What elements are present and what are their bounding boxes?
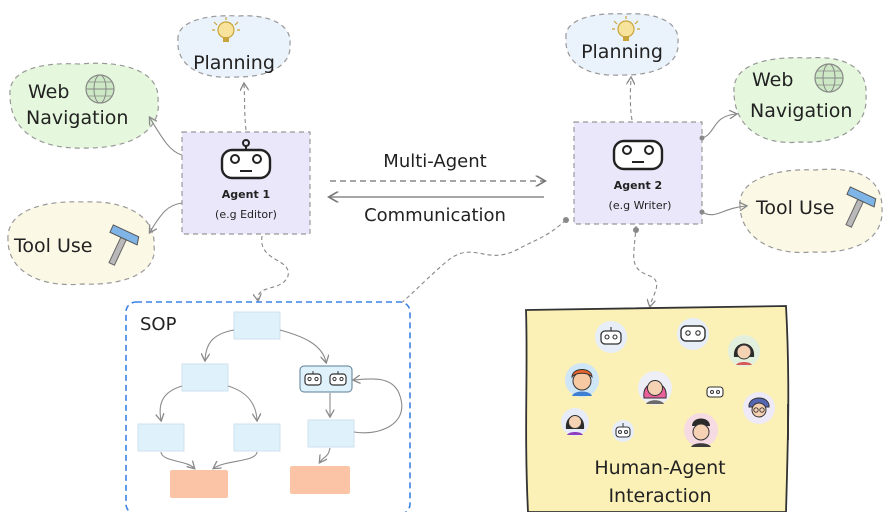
robot-icon-agent-2: [612, 139, 664, 171]
human-avatar: [638, 371, 672, 405]
communication-label-bottom: Communication: [364, 205, 506, 226]
tool-label-right: Tool Use: [755, 197, 834, 219]
robot-icon: [329, 371, 347, 386]
hammer-icon: [108, 224, 140, 266]
tool-use-bubble-right: Tool Use: [739, 168, 883, 254]
robot-icon: [595, 321, 627, 353]
sop-panel: SOP: [125, 301, 411, 512]
human-avatar: [743, 392, 775, 424]
agent-1-name: Agent 1: [222, 188, 270, 201]
sop-node-left-mid: [181, 363, 229, 392]
robot-icon: [304, 371, 322, 386]
human-avatar: [565, 363, 599, 397]
sop-label: SOP: [140, 314, 177, 335]
human-avatar: [684, 413, 718, 447]
planning-bubble-left: Planning: [177, 15, 291, 78]
robot-icon-agent-1: [220, 139, 272, 180]
globe-icon: [814, 63, 844, 93]
web-label-right-line2: Navigation: [750, 100, 852, 122]
lightbulb-icon: [612, 16, 640, 41]
interaction-label-line1: Human-Agent: [594, 457, 725, 479]
globe-icon: [85, 74, 115, 104]
hammer-icon: [845, 186, 877, 228]
human-avatar: [728, 335, 760, 367]
human-avatar: [561, 408, 589, 436]
agent-1-card: Agent 1 (e.g Editor): [181, 131, 311, 235]
tool-label-left: Tool Use: [13, 235, 92, 257]
sop-node-end-left: [170, 470, 228, 498]
robot-icon: [612, 420, 634, 442]
tool-use-bubble-left: Tool Use: [7, 201, 155, 286]
sop-node-right-a: [307, 419, 355, 448]
human-agent-panel: Human-Agent Interaction: [525, 305, 790, 512]
planning-label-right: Planning: [581, 41, 663, 63]
communication-label-top: Multi-Agent: [383, 151, 486, 172]
agent-2-card: Agent 2 (e.g Writer): [573, 121, 703, 225]
web-navigation-bubble-left: Web Navigation: [9, 62, 159, 149]
planning-bubble-right: Planning: [565, 13, 679, 76]
communication-arrows: [330, 181, 544, 197]
planning-label-left: Planning: [193, 52, 275, 74]
robot-icon: [706, 386, 724, 398]
lightbulb-icon: [212, 17, 240, 42]
sop-node-agents: [299, 365, 353, 393]
web-label-left-line1: Web: [28, 81, 69, 103]
agent-2-name: Agent 2: [614, 179, 662, 192]
sop-node-left-b: [233, 423, 281, 452]
sop-node-root: [233, 311, 281, 340]
sop-node-end-right: [290, 466, 350, 494]
agent-1-role: (e.g Editor): [215, 208, 277, 221]
interaction-label-line2: Interaction: [608, 485, 711, 507]
sop-node-left-a: [137, 423, 185, 452]
web-label-left-line2: Navigation: [26, 107, 128, 129]
agent-2-role: (e.g Writer): [609, 199, 672, 212]
web-label-right-line1: Web: [752, 69, 793, 91]
robot-icon: [677, 318, 709, 350]
web-navigation-bubble-right: Web Navigation: [733, 57, 867, 144]
